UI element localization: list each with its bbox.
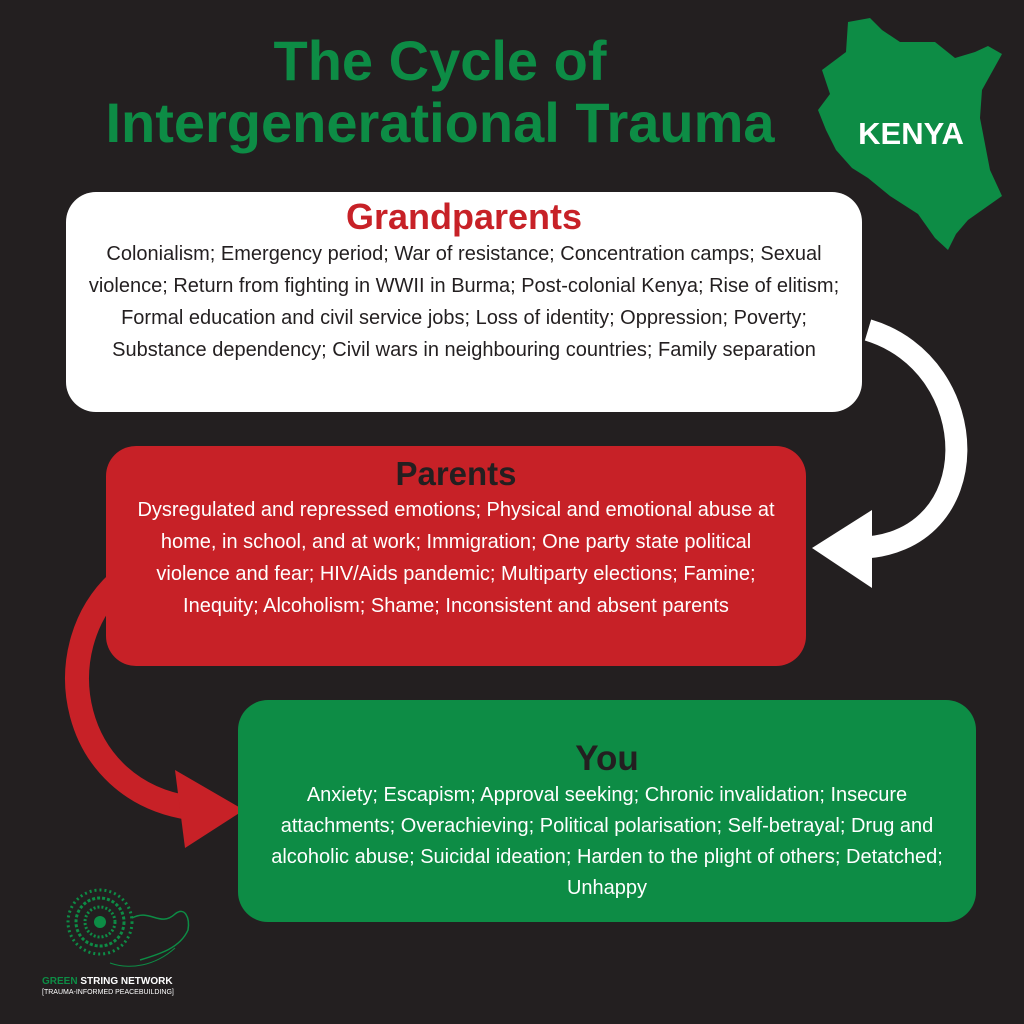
red-arrow <box>65 573 193 820</box>
you-heading: You <box>575 739 639 778</box>
title-line-2: Intergenerational Trauma <box>105 91 775 154</box>
parents-heading: Parents <box>395 455 517 492</box>
white-arrow <box>857 319 968 559</box>
logo-name-rest: STRING NETWORK <box>77 976 173 987</box>
logo-name-green: GREEN <box>42 976 78 987</box>
title-line-1: The Cycle of <box>273 29 607 92</box>
you-text: Anxiety; Escapism; Approval seeking; Chr… <box>271 784 943 899</box>
red-arrowhead <box>175 770 244 848</box>
white-arrowhead <box>812 510 872 588</box>
grandparents-box: Grandparents Colonialism; Emergency peri… <box>66 192 862 412</box>
kenya-label: KENYA <box>858 116 964 151</box>
parents-text: Dysregulated and repressed emotions; Phy… <box>137 499 775 617</box>
grandparents-heading: Grandparents <box>345 196 583 237</box>
title: The Cycle of Intergenerational Trauma <box>40 30 840 154</box>
green-string-network-logo-icon <box>66 888 190 967</box>
parents-box: Parents Dysregulated and repressed emoti… <box>106 446 806 666</box>
you-box: You Anxiety; Escapism; Approval seeking;… <box>238 700 976 922</box>
grandparents-text: Colonialism; Emergency period; War of re… <box>88 243 840 361</box>
logo-text: GREEN STRING NETWORK [TRAUMA-INFORMED PE… <box>42 976 174 998</box>
logo-tagline: [TRAUMA-INFORMED PEACEBUILDING] <box>42 989 174 996</box>
